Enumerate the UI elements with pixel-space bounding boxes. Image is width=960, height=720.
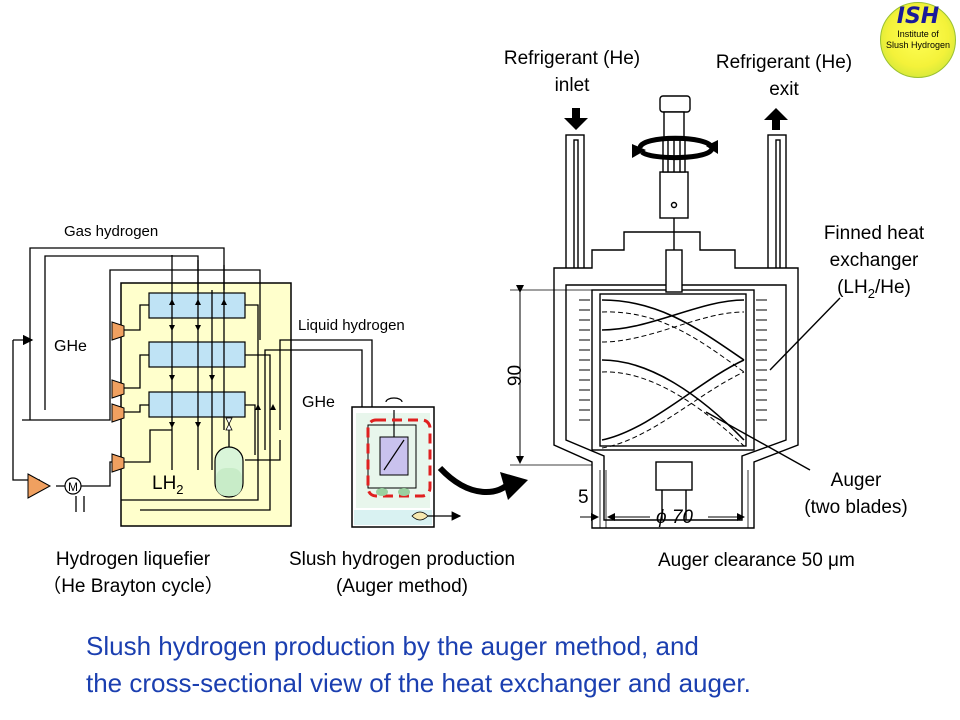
liquid-hydrogen-label: Liquid hydrogen — [298, 317, 405, 334]
refrigerant-exit-line1: Refrigerant (He) — [715, 52, 853, 73]
motor-symbol — [64, 477, 82, 495]
auger-line2: (two blades) — [804, 497, 908, 518]
auger-line1: Auger — [830, 470, 882, 491]
refrigerant-exit-label: Refrigerant (He) exit — [698, 49, 870, 103]
logo-abbr: ISH — [896, 4, 940, 29]
dimension-phi70: ϕ 70 — [656, 507, 693, 528]
highlight-frame — [366, 418, 432, 498]
logo-line2: Slush Hydrogen — [885, 40, 951, 50]
svg-text:M: M — [68, 480, 78, 494]
slush-production-label: Slush hydrogen production (Auger method) — [254, 546, 550, 600]
finned-line3-b: /He) — [874, 277, 911, 298]
heat-exchanger-1 — [148, 292, 246, 319]
lh2-main: LH — [152, 473, 177, 494]
finned-line3: (LH2/He) — [806, 274, 942, 307]
refrigerant-exit-arrow — [764, 108, 788, 130]
refrigerant-inlet-arrow — [564, 108, 588, 130]
gas-hydrogen-label: Gas hydrogen — [64, 223, 159, 240]
refrigerant-inlet-line2: inlet — [554, 75, 590, 96]
heat-exchanger-3 — [148, 391, 246, 418]
ish-logo: ISH Institute of Slush Hydrogen — [880, 2, 956, 78]
link-arrow — [437, 465, 513, 495]
caption-line1: Slush hydrogen production by the auger m… — [86, 631, 699, 661]
slush-line1: Slush hydrogen production — [288, 549, 516, 570]
auger-clearance-label: Auger clearance 50 μm — [658, 550, 855, 571]
finned-heat-exchanger-label: Finned heat exchanger (LH2/He) — [806, 220, 942, 307]
ghe-middle-label: GHe — [302, 394, 335, 411]
lh2-label: LH2 — [152, 470, 184, 503]
finned-line2: exchanger — [829, 250, 919, 271]
slush-line2: (Auger method) — [335, 576, 468, 597]
dimension-90: 90 — [505, 364, 527, 387]
slush-vessel-diagram — [351, 397, 528, 528]
liquefier-diagram: M — [12, 247, 373, 527]
logo-line1: Institute of — [897, 29, 939, 39]
lh2-sub: 2 — [176, 481, 184, 497]
auger-cross-section — [510, 95, 841, 529]
auger-label: Auger (two blades) — [786, 467, 926, 521]
finned-line3-sub: 2 — [867, 285, 875, 301]
liquefier-label: Hydrogen liquefier （He Brayton cycle） — [22, 546, 244, 600]
finned-line3-a: (LH — [837, 277, 868, 298]
slide-caption: Slush hydrogen production by the auger m… — [86, 628, 751, 702]
refrigerant-exit-line2: exit — [769, 79, 799, 100]
dimension-5: 5 — [578, 487, 589, 508]
ghe-left-label: GHe — [54, 338, 87, 355]
liquefier-line2: （He Brayton cycle） — [42, 576, 224, 597]
refrigerant-inlet-line1: Refrigerant (He) — [503, 48, 641, 69]
finned-line1: Finned heat — [823, 223, 925, 244]
compressor-symbol — [27, 473, 52, 499]
caption-line2: the cross-sectional view of the heat exc… — [86, 668, 751, 698]
liquefier-line1: Hydrogen liquefier — [55, 549, 211, 570]
refrigerant-inlet-label: Refrigerant (He) inlet — [486, 45, 658, 99]
heat-exchanger-2 — [148, 341, 246, 368]
